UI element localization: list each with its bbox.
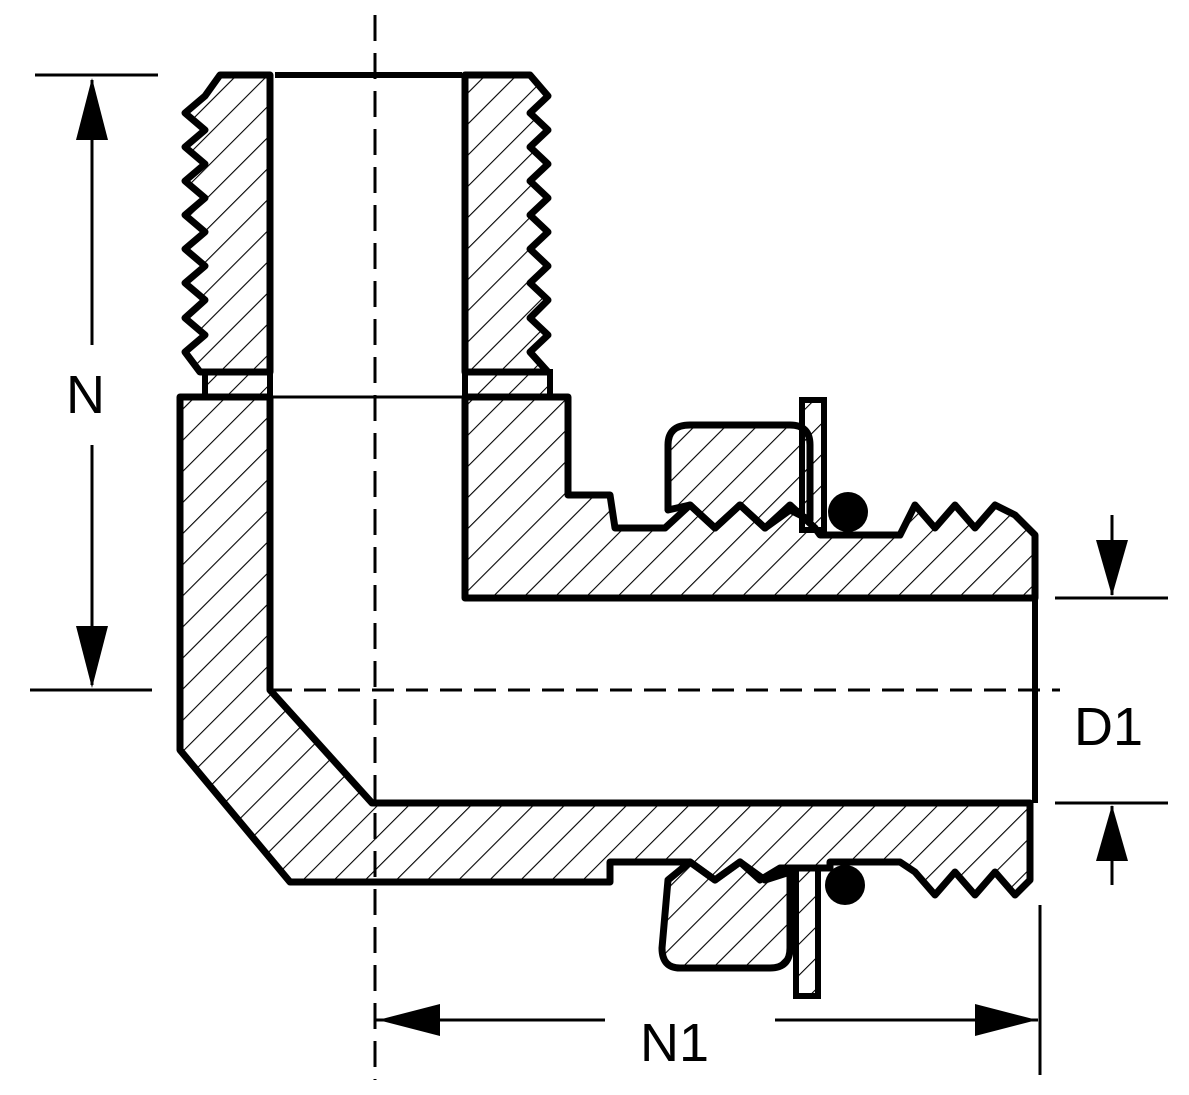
upper-threaded-spigot — [181, 71, 553, 400]
dimension-label-d1: D1 — [1074, 697, 1144, 757]
upper-spigot-left-wall — [181, 71, 274, 376]
d1-arrow-down — [1096, 540, 1128, 596]
upper-spigot-right-wall — [461, 71, 552, 376]
dimension-n — [30, 73, 158, 692]
upper-o-ring — [828, 492, 868, 532]
lower-locknut — [658, 858, 794, 972]
d1-arrow-up — [1096, 805, 1128, 861]
n-arrow-up — [76, 78, 108, 140]
dimension-d1 — [1055, 515, 1168, 885]
n1-arrow-left — [378, 1004, 440, 1036]
n1-arrow-right — [975, 1004, 1037, 1036]
lower-washer — [793, 865, 821, 999]
dimension-label-n: N — [66, 365, 105, 425]
lower-o-ring — [825, 865, 865, 905]
dimension-n1 — [375, 905, 1042, 1075]
n-arrow-down — [76, 626, 108, 688]
upper-washer — [799, 397, 827, 533]
upper-spigot-neck-left — [202, 369, 273, 400]
upper-spigot-neck-right — [462, 369, 553, 400]
elbow-outer-wall — [176, 393, 1034, 899]
dimension-label-n1: N1 — [640, 1013, 710, 1073]
